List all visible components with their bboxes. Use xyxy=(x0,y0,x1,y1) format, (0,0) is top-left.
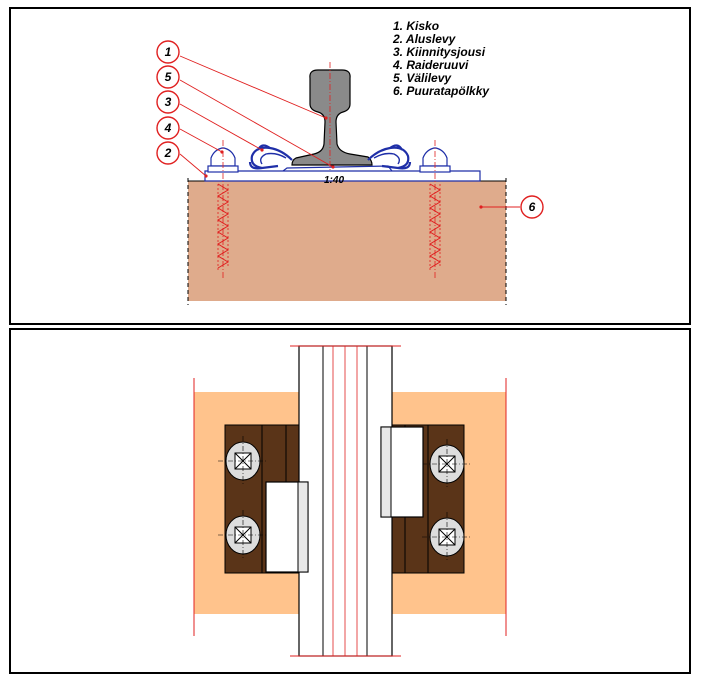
screw-spike-left xyxy=(207,140,239,278)
clip-plan-left xyxy=(265,481,309,573)
spring-clip-right xyxy=(367,144,412,170)
svg-text:4: 4 xyxy=(164,121,172,135)
svg-text:6: 6 xyxy=(529,200,536,214)
plan-panel-border xyxy=(9,328,691,674)
callout-3: 3 xyxy=(156,90,180,114)
callout-endpoints xyxy=(204,116,483,209)
svg-text:1: 1 xyxy=(165,45,172,59)
spring-clip-left xyxy=(248,144,293,170)
legend-item-2: 2. Aluslevy xyxy=(393,32,456,46)
legend-item-6: 6. Puuratapölkky xyxy=(393,84,490,98)
legend-item-4: 4. Raideruuvi xyxy=(393,58,469,72)
callout-1: 1 xyxy=(156,40,180,64)
legend-item-1: 1. Kisko xyxy=(393,19,440,33)
spike-head-plan-3 xyxy=(422,439,472,489)
screw-spike-right xyxy=(419,140,451,278)
spike-head-plan-1 xyxy=(218,436,268,486)
inclination-label: 1:40 xyxy=(324,175,344,186)
callout-4: 4 xyxy=(156,116,180,140)
legend-item-3: 3. Kiinnitysjousi xyxy=(393,45,486,59)
legend-item-5: 5. Välilevy xyxy=(393,71,452,85)
svg-text:5: 5 xyxy=(165,70,172,84)
callout-6: 6 xyxy=(520,195,544,219)
spring-clip-left-inner xyxy=(259,152,287,165)
callout-leaders xyxy=(179,55,520,208)
callout-2: 2 xyxy=(156,141,180,165)
base-plate xyxy=(204,170,481,182)
callout-5: 5 xyxy=(156,65,180,89)
legend: 1. Kisko 2. Aluslevy 3. Kiinnitysjousi 4… xyxy=(393,20,489,98)
svg-text:2: 2 xyxy=(164,146,172,160)
clip-plan-right xyxy=(380,426,424,518)
wooden-sleeper-section xyxy=(188,181,506,301)
spike-head-plan-2 xyxy=(218,510,268,560)
rail-plan xyxy=(298,345,393,657)
base-plate-rail-seat xyxy=(282,165,393,172)
spring-clip-right-inner xyxy=(373,152,401,165)
spike-head-plan-4 xyxy=(422,512,472,562)
svg-text:3: 3 xyxy=(165,95,172,109)
